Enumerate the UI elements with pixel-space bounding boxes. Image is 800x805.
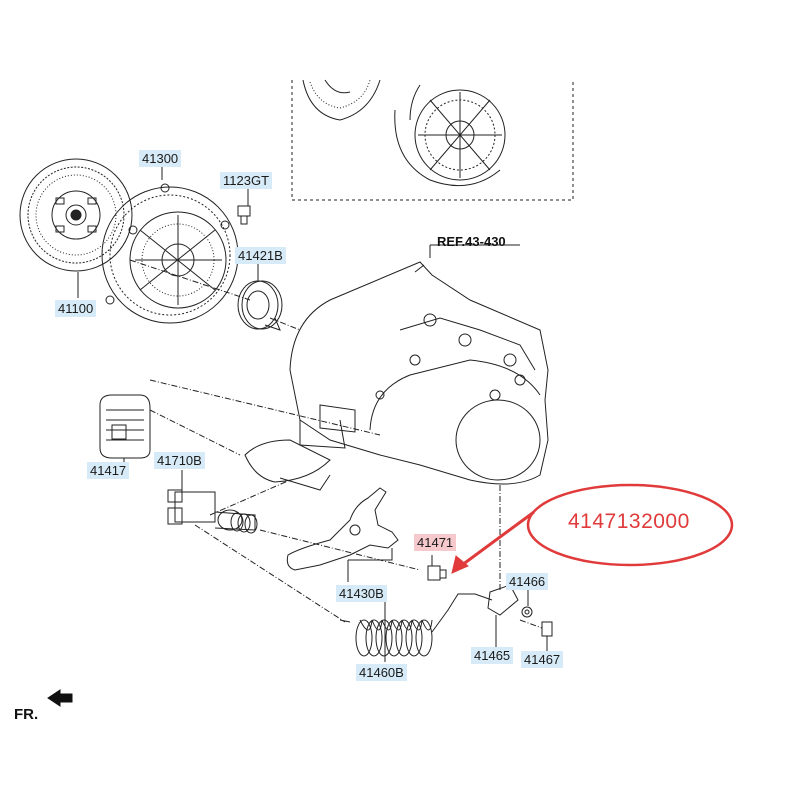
label-41430b: 41430B — [336, 585, 387, 602]
release-fork-drawing — [286, 487, 399, 571]
callout-arrowhead-icon — [451, 555, 469, 574]
callout-part-number: 4147132000 — [568, 510, 690, 533]
front-indicator-label: FR. — [14, 706, 39, 723]
label-41421b: 41421B — [235, 247, 286, 264]
fitting-drawing — [427, 565, 447, 581]
label-41471: 41471 — [414, 534, 457, 551]
inset-detail-box — [291, 79, 574, 201]
clutch-disc-drawing — [19, 158, 133, 272]
label-41466: 41466 — [506, 573, 549, 590]
label-41417: 41417 — [87, 462, 130, 479]
label-41460b: 41460B — [356, 664, 407, 681]
release-cylinder-drawing — [167, 489, 258, 534]
label-41300: 41300 — [139, 150, 182, 167]
hose-drawing — [339, 593, 493, 657]
bracket-drawing — [487, 584, 553, 637]
label-41467: 41467 — [521, 651, 564, 668]
clutch-cover-drawing — [101, 183, 239, 324]
label-1123gt: 1123GT — [220, 172, 273, 189]
assembly-guide-lines — [129, 259, 543, 629]
transmission-drawing — [244, 261, 549, 491]
reference-label: REF.43-430 — [437, 234, 506, 249]
release-bearing-drawing — [237, 280, 283, 331]
boot-drawing — [99, 394, 151, 459]
callout-oval — [526, 483, 734, 567]
front-arrow-icon — [47, 689, 73, 707]
label-41465: 41465 — [471, 647, 514, 664]
label-41710b: 41710B — [154, 452, 205, 469]
label-41100: 41100 — [55, 300, 97, 317]
bolt-drawing — [237, 205, 251, 225]
callout-arrow-line — [457, 510, 535, 570]
